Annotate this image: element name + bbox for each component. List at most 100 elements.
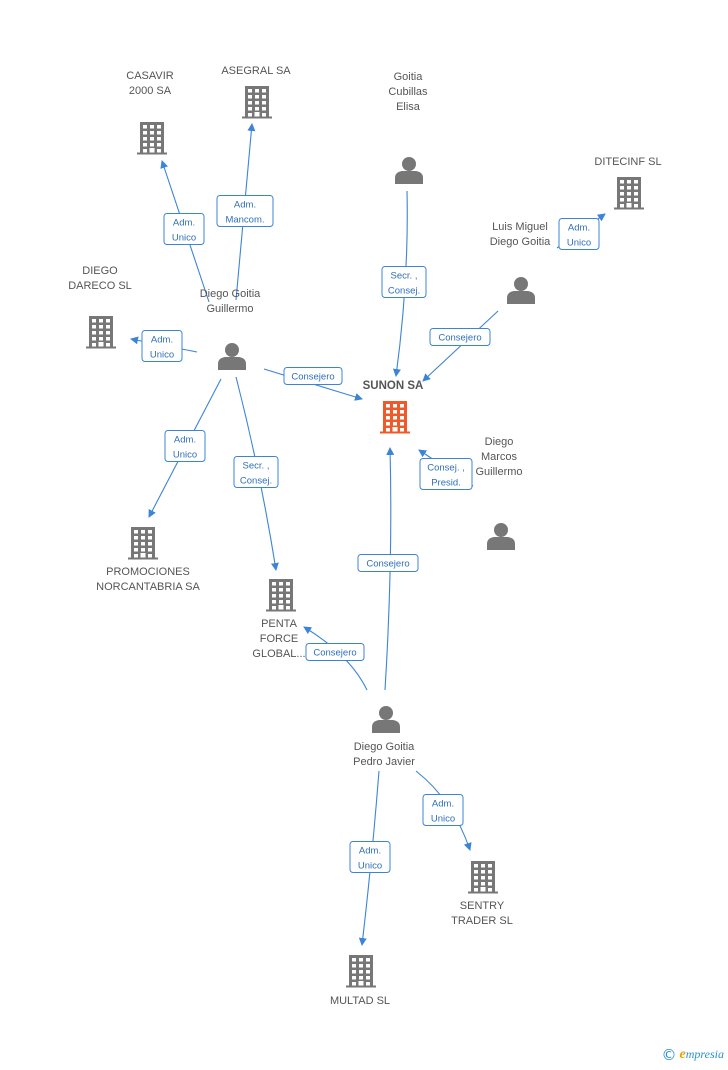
edge-label-text: Secr. ,	[243, 461, 270, 472]
building-icon	[128, 527, 158, 560]
node-label: Marcos	[481, 451, 518, 463]
edge-guillermo-norcan: Adm.Unico	[148, 378, 222, 518]
node-asegral[interactable]: ASEGRAL SA	[221, 65, 291, 119]
edge-label-box	[349, 841, 391, 873]
edge-label-box	[558, 218, 600, 250]
person-icon	[395, 157, 423, 184]
building-icon	[614, 177, 644, 210]
empresia-logo[interactable]: empresia	[680, 1047, 724, 1063]
edge-label[interactable]: Consej. , Presid.	[419, 458, 473, 490]
node-label: Goitia	[394, 71, 424, 83]
edge-label-text: Secr. ,	[391, 271, 418, 282]
node-label: Diego Goitia	[490, 236, 551, 248]
edge-label[interactable]: Secr. , Consej.	[233, 456, 279, 488]
building-icon	[137, 122, 167, 155]
node-penta[interactable]: PENTAFORCEGLOBAL...	[252, 579, 306, 660]
node-label: Luis Miguel	[492, 221, 548, 233]
edge-label[interactable]: Adm.Unico	[558, 218, 600, 250]
node-label: GLOBAL...	[252, 648, 305, 660]
building-icon	[468, 861, 498, 894]
person-icon	[487, 523, 515, 550]
node-label: TRADER SL	[451, 915, 513, 927]
edge-label-box	[164, 430, 206, 462]
node-label: ASEGRAL SA	[221, 65, 291, 77]
edge-label-text: Adm.	[151, 335, 173, 346]
building-icon	[86, 316, 116, 349]
edge-label-text: Consej.	[240, 476, 272, 487]
building-icon	[266, 579, 296, 612]
edge-elisa-sunon: Secr. , Consej.	[381, 190, 427, 377]
edge-label-text: Adm.	[234, 200, 256, 211]
edge-label-box	[233, 456, 279, 488]
edge-label-text: Consej.	[388, 286, 420, 297]
edge-label-box	[429, 328, 491, 346]
node-sunon[interactable]: SUNON SA	[363, 380, 424, 434]
edge-pedro-penta: Consejero	[303, 626, 368, 691]
edge-guillermo-dareco: Adm.Unico	[130, 330, 198, 362]
node-label: SENTRY	[460, 900, 505, 912]
edge-label-text: Unico	[431, 814, 455, 825]
edge-label[interactable]: Secr. , Consej.	[381, 266, 427, 298]
edge-label-text: Consejero	[366, 559, 409, 570]
edge-pedro-multad: Adm.Unico	[349, 770, 391, 946]
edge-label[interactable]: Consejero	[283, 367, 343, 385]
brand-initial: e	[679, 1047, 686, 1062]
edge-label-box	[422, 794, 464, 826]
edge-label-box	[381, 266, 427, 298]
building-icon	[380, 401, 410, 434]
node-dareco[interactable]: DIEGO DARECO SL	[68, 265, 132, 349]
edge-label[interactable]: Adm.Unico	[349, 841, 391, 873]
edge-label-text: Presid.	[431, 478, 461, 489]
edge-label-text: Unico	[358, 861, 382, 872]
building-icon	[242, 86, 272, 119]
edge-label-text: Consejero	[313, 648, 356, 659]
edge-label-text: Adm.	[174, 435, 196, 446]
edge-label-text: Mancom.	[225, 215, 264, 226]
edge-pedro-sentry: Adm.Unico	[415, 770, 472, 851]
edge-label-box	[357, 554, 419, 572]
edge-label-text: Unico	[172, 233, 196, 244]
edge-label[interactable]: Consejero	[357, 554, 419, 572]
node-label: Elisa	[396, 101, 421, 113]
edge-label-text: Consejero	[438, 333, 481, 344]
edge-label[interactable]: Consejero	[305, 643, 365, 661]
node-label: 2000 SA	[129, 85, 172, 97]
node-multad[interactable]: MULTAD SL	[330, 955, 390, 1007]
edge-label-box	[283, 367, 343, 385]
node-label: DARECO SL	[68, 280, 132, 292]
node-label: DIEGO	[82, 265, 118, 277]
edge-guillermo-casavir: Adm.Unico	[160, 160, 210, 303]
node-norcan[interactable]: PROMOCIONES NORCANTABRIA SA	[96, 527, 201, 593]
node-label: Guillermo	[206, 303, 253, 315]
node-sentry[interactable]: SENTRY TRADER SL	[451, 861, 513, 927]
edge-label-text: Consej. ,	[427, 463, 465, 474]
footer: © empresia	[662, 1046, 724, 1064]
edge-label[interactable]: Adm.Unico	[164, 430, 206, 462]
edge-label[interactable]: Adm.Unico	[163, 213, 205, 245]
node-label: PENTA	[261, 618, 298, 630]
edge-label[interactable]: Adm. Mancom.	[216, 195, 274, 227]
node-label: Diego Goitia	[200, 288, 261, 300]
node-label: Pedro Javier	[353, 756, 415, 768]
node-label: DITECINF SL	[594, 156, 661, 168]
node-label: PROMOCIONES	[106, 566, 190, 578]
edge-label-text: Consejero	[291, 372, 334, 383]
edge-label[interactable]: Adm.Unico	[141, 330, 183, 362]
node-label: MULTAD SL	[330, 995, 390, 1007]
edge-luis-ditecinf: Adm.Unico	[556, 213, 606, 250]
edge-label[interactable]: Consejero	[429, 328, 491, 346]
node-ditecinf[interactable]: DITECINF SL	[594, 156, 662, 210]
edge-label[interactable]: Adm.Unico	[422, 794, 464, 826]
edge-label-box	[163, 213, 205, 245]
node-label: NORCANTABRIA SA	[96, 581, 200, 593]
node-label: Cubillas	[388, 86, 428, 98]
edge-label-box	[419, 458, 473, 490]
